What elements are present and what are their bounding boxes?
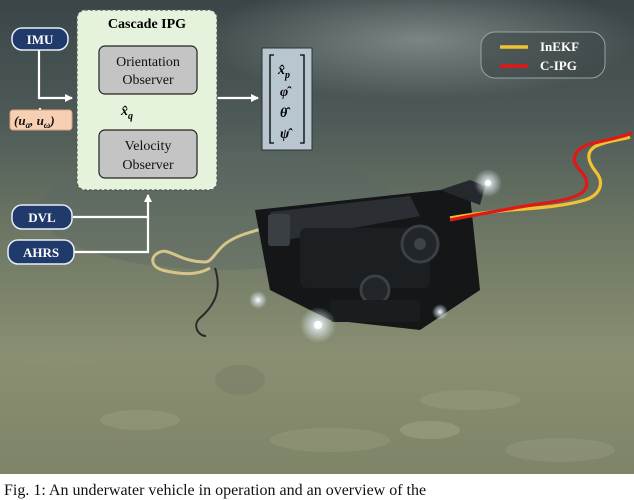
orientation-observer-line2: Observer — [122, 73, 174, 88]
xq-label: x̂q — [120, 104, 133, 122]
cascade-ipg-title: Cascade IPG — [108, 17, 186, 32]
dvl-box — [11, 204, 73, 230]
figure-caption: Fig. 1: An underwater vehicle in operati… — [4, 482, 427, 499]
imu-label: IMU — [27, 32, 54, 47]
u-input-box — [9, 109, 73, 131]
dvl-label: DVL — [28, 210, 56, 225]
figure: Cascade IPG Orientation Observer x̂q Vel… — [0, 0, 634, 474]
velocity-observer-line2: Observer — [122, 158, 174, 173]
output-theta: θ̂ — [280, 106, 291, 121]
orientation-observer-box — [98, 45, 198, 95]
trajectory-c-ipg — [449, 131, 633, 222]
seabed — [25, 352, 615, 462]
velocity-observer-line1: Velocity — [125, 139, 172, 154]
tether-cable — [151, 224, 273, 276]
orientation-observer-line1: Orientation — [116, 55, 180, 70]
ahrs-box — [7, 239, 75, 265]
legend-label-inekf: InEKF — [540, 39, 579, 54]
underwater-photo: Cascade IPG Orientation Observer x̂q Vel… — [0, 0, 634, 474]
rov-lights — [249, 169, 502, 343]
legend: InEKF C-IPG — [480, 31, 606, 79]
rov-vehicle — [255, 180, 485, 330]
ahrs-label: AHRS — [23, 245, 59, 260]
u-input-label: (ua, uω) — [14, 113, 55, 130]
output-x: x̂p — [277, 63, 290, 81]
imu-box — [11, 27, 69, 51]
legend-label-c-ipg: C-IPG — [540, 58, 577, 73]
velocity-observer-box — [98, 129, 198, 179]
